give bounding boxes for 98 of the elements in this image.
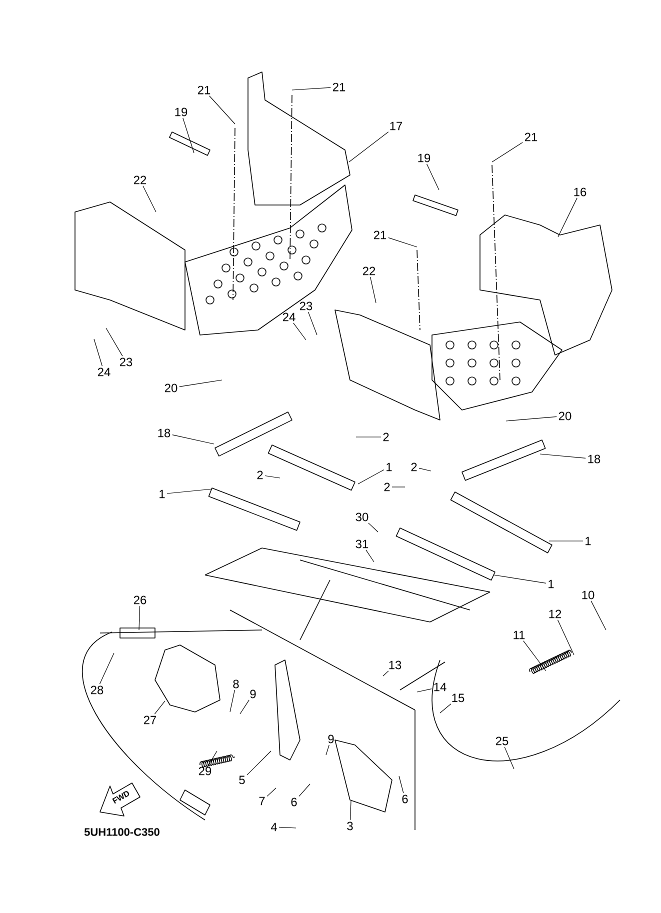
- callout-number: 31: [356, 540, 368, 548]
- callout-number: 4: [270, 822, 277, 832]
- callout-number: 6: [291, 798, 297, 806]
- leader-line: [182, 118, 194, 154]
- callout-number: 2: [257, 470, 263, 480]
- leader-line: [370, 276, 376, 304]
- callout-number: 24: [98, 368, 110, 376]
- leader-line: [506, 416, 557, 422]
- leader-line: [358, 469, 384, 484]
- leader-line: [138, 606, 140, 630]
- callout-number: 27: [144, 716, 156, 724]
- callout-number: 9: [328, 734, 334, 744]
- callout-number: 1: [548, 580, 554, 588]
- leader-line: [264, 475, 280, 478]
- leader-line: [540, 454, 586, 459]
- callout-number: 1: [586, 536, 591, 546]
- leader-line: [504, 746, 514, 770]
- callout-number: 2: [383, 432, 389, 442]
- leader-line: [590, 600, 606, 630]
- leader-line: [246, 750, 272, 776]
- callout-number: 2: [411, 462, 417, 472]
- callout-number: 26: [134, 596, 146, 604]
- leader-line: [492, 142, 523, 162]
- leader-line: [209, 96, 236, 124]
- leader-line: [240, 700, 250, 714]
- leader-line: [366, 550, 374, 562]
- leader-line: [350, 800, 352, 820]
- part-code: 5UH1100-C350: [84, 828, 160, 836]
- leader-line: [523, 640, 546, 672]
- callout-number: 5: [239, 776, 245, 784]
- leader-line: [172, 434, 214, 444]
- callout-number: 6: [402, 794, 408, 804]
- leader-line: [418, 468, 432, 472]
- callout-number: 16: [574, 188, 586, 196]
- callout-number: 22: [362, 266, 376, 276]
- leader-line: [266, 788, 276, 797]
- callout-number: 11: [514, 630, 525, 640]
- leader-line: [557, 620, 574, 656]
- leader-line: [494, 574, 546, 584]
- leader-line: [166, 488, 212, 494]
- callout-number: 14: [434, 682, 446, 692]
- leader-line: [278, 826, 296, 828]
- callout-number: 21: [524, 132, 538, 142]
- leader-line: [426, 164, 440, 190]
- callout-number: 18: [588, 454, 600, 464]
- callout-number: 28: [90, 686, 104, 694]
- leader-line: [440, 704, 452, 714]
- leader-line: [392, 486, 406, 488]
- callout-number: 19: [418, 154, 430, 162]
- callout-number: 18: [158, 428, 170, 438]
- leader-line: [94, 338, 103, 366]
- callout-number: 19: [175, 108, 188, 116]
- callout-number: 8: [233, 680, 239, 688]
- leader-line: [398, 776, 404, 794]
- callout-number: 9: [250, 690, 256, 698]
- leader-line: [382, 670, 389, 676]
- leader-line: [308, 312, 318, 336]
- leader-line: [293, 322, 306, 340]
- leader-line: [326, 744, 330, 756]
- callout-number: 1: [386, 462, 392, 472]
- callout-number: 1: [160, 490, 165, 498]
- direction-label: FWD: [112, 791, 130, 804]
- callout-number: 3: [347, 822, 353, 830]
- callout-number: 21: [374, 230, 386, 240]
- leader-line: [348, 132, 389, 162]
- callout-number: 20: [558, 412, 572, 420]
- callout-number: 15: [452, 694, 464, 702]
- leader-line: [208, 750, 218, 766]
- leader-line: [99, 652, 114, 684]
- leader-line: [230, 690, 236, 712]
- leader-line: [416, 688, 432, 692]
- callout-number: 22: [134, 176, 146, 184]
- callout-number: 12: [549, 610, 562, 618]
- callout-number: 17: [390, 122, 402, 130]
- leader-line: [142, 186, 156, 212]
- callout-number: 21: [198, 86, 210, 94]
- callout-number: 21: [332, 82, 346, 92]
- callout-number: 20: [164, 384, 178, 392]
- leader-line: [548, 540, 584, 542]
- callout-number: 25: [496, 736, 508, 746]
- leader-line: [292, 87, 331, 90]
- leader-line: [356, 436, 382, 438]
- callout-number: 29: [198, 766, 212, 776]
- leader-line: [179, 380, 222, 387]
- callout-number: 30: [356, 512, 368, 522]
- leader-line: [298, 784, 310, 797]
- callout-number: 23: [120, 358, 132, 366]
- callout-number: 24: [282, 312, 296, 322]
- callout-number: 13: [389, 660, 402, 670]
- leader-line: [106, 328, 123, 356]
- callout-number: 23: [300, 302, 312, 310]
- leader-line: [154, 700, 166, 714]
- callout-number: 7: [259, 796, 265, 806]
- callout-number: 2: [384, 482, 390, 492]
- leader-line: [558, 198, 578, 238]
- leader-line: [368, 522, 378, 532]
- leader-line: [388, 237, 418, 248]
- callout-number: 10: [582, 590, 594, 600]
